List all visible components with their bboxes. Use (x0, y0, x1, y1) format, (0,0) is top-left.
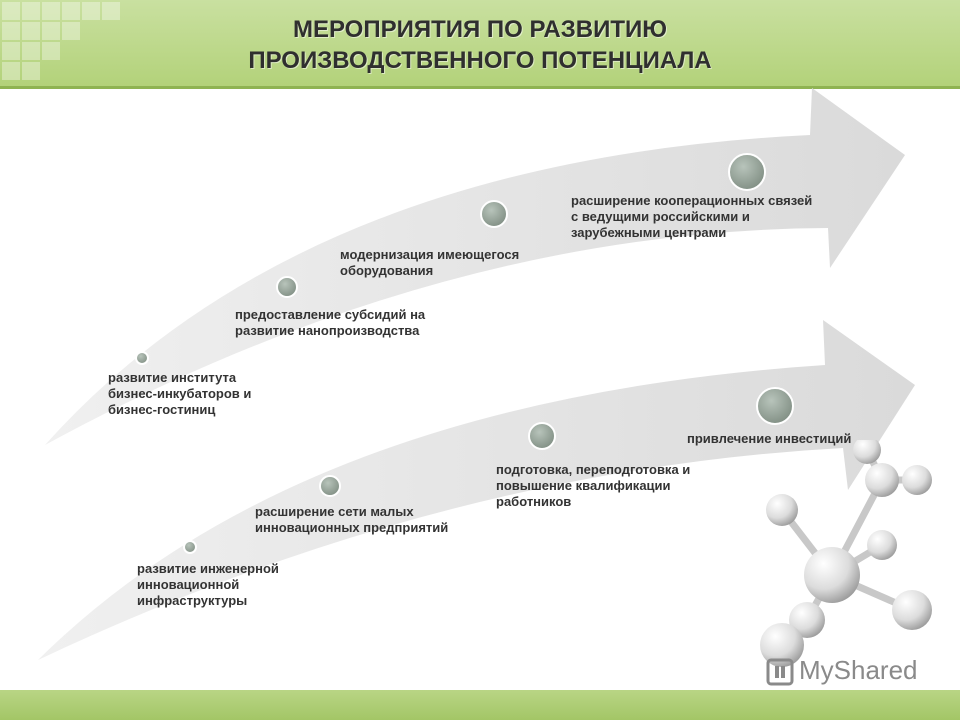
label-line: бизнес-инкубаторов и (108, 386, 252, 401)
molecule-ball (892, 590, 932, 630)
upper-node-4 (728, 153, 766, 191)
label-line: расширение сети малых (255, 504, 414, 519)
label-line: с ведущими российскими и (571, 209, 750, 224)
label-line: оборудования (340, 263, 434, 278)
label-line: предоставление субсидий на (235, 307, 426, 322)
label-line: расширение кооперационных связей (571, 193, 813, 208)
molecule-ball (766, 494, 798, 526)
label-line: модернизация имеющегося (340, 247, 520, 262)
upper-step-4-label: расширение кооперационных связей с ведущ… (571, 193, 812, 241)
lower-node-1 (183, 540, 197, 554)
upper-arrow (45, 88, 905, 445)
header-divider (0, 86, 960, 89)
label-line: бизнес-гостиниц (108, 402, 216, 417)
upper-step-2-label: предоставление субсидий на развитие нано… (235, 307, 425, 339)
molecule-ball (853, 440, 881, 464)
watermark-text: MyShared (799, 655, 918, 685)
label-line: инновационных предприятий (255, 520, 449, 535)
upper-step-3-label: модернизация имеющегося оборудования (340, 247, 519, 279)
title-line-2: ПРОИЗВОДСТВЕННОГО ПОТЕНЦИАЛА (248, 47, 712, 74)
molecule-ball (865, 463, 899, 497)
slide-title: МЕРОПРИЯТИЯ ПО РАЗВИТИЮ ПРОИЗВОДСТВЕННОГ… (0, 14, 960, 76)
lower-arrow (38, 320, 915, 660)
molecule-ball (760, 623, 804, 667)
label-line: работников (496, 494, 572, 509)
upper-node-3 (480, 200, 508, 228)
title-line-1: МЕРОПРИЯТИЯ ПО РАЗВИТИЮ (292, 16, 668, 43)
lower-node-3 (528, 422, 556, 450)
lower-node-4 (756, 387, 794, 425)
lower-step-1-label: развитие инженерной инновационной инфрас… (137, 561, 279, 609)
molecule-ball (867, 530, 897, 560)
label-line: развитие инженерной (137, 561, 279, 576)
myshared-logo-icon (766, 658, 794, 686)
lower-step-3-label: подготовка, переподготовка и повышение к… (496, 462, 690, 510)
lower-step-4-label: привлечение инвестиций (687, 431, 851, 447)
molecule-illustration (760, 440, 932, 667)
label-line: привлечение инвестиций (687, 431, 852, 446)
label-line: развитие института (108, 370, 237, 385)
upper-step-1-label: развитие института бизнес-инкубаторов и … (108, 370, 251, 418)
label-line: развитие нанопроизводства (235, 323, 420, 338)
molecule-ball (789, 602, 825, 638)
molecule-ball (902, 465, 932, 495)
header-bar: МЕРОПРИЯТИЯ ПО РАЗВИТИЮ ПРОИЗВОДСТВЕННОГ… (0, 0, 960, 86)
grid-decoration (2, 2, 120, 80)
label-line: повышение квалификации (496, 478, 671, 493)
footer-bar (0, 690, 960, 720)
label-line: зарубежными центрами (571, 225, 727, 240)
label-line: инфраструктуры (137, 593, 248, 608)
watermark: MyShared (765, 655, 918, 687)
upper-node-2 (276, 276, 298, 298)
label-line: инновационной (137, 577, 240, 592)
upper-node-1 (135, 351, 149, 365)
molecule-ball (804, 547, 860, 603)
lower-step-2-label: расширение сети малых инновационных пред… (255, 504, 448, 536)
lower-node-2 (319, 475, 341, 497)
label-line: подготовка, переподготовка и (496, 462, 691, 477)
